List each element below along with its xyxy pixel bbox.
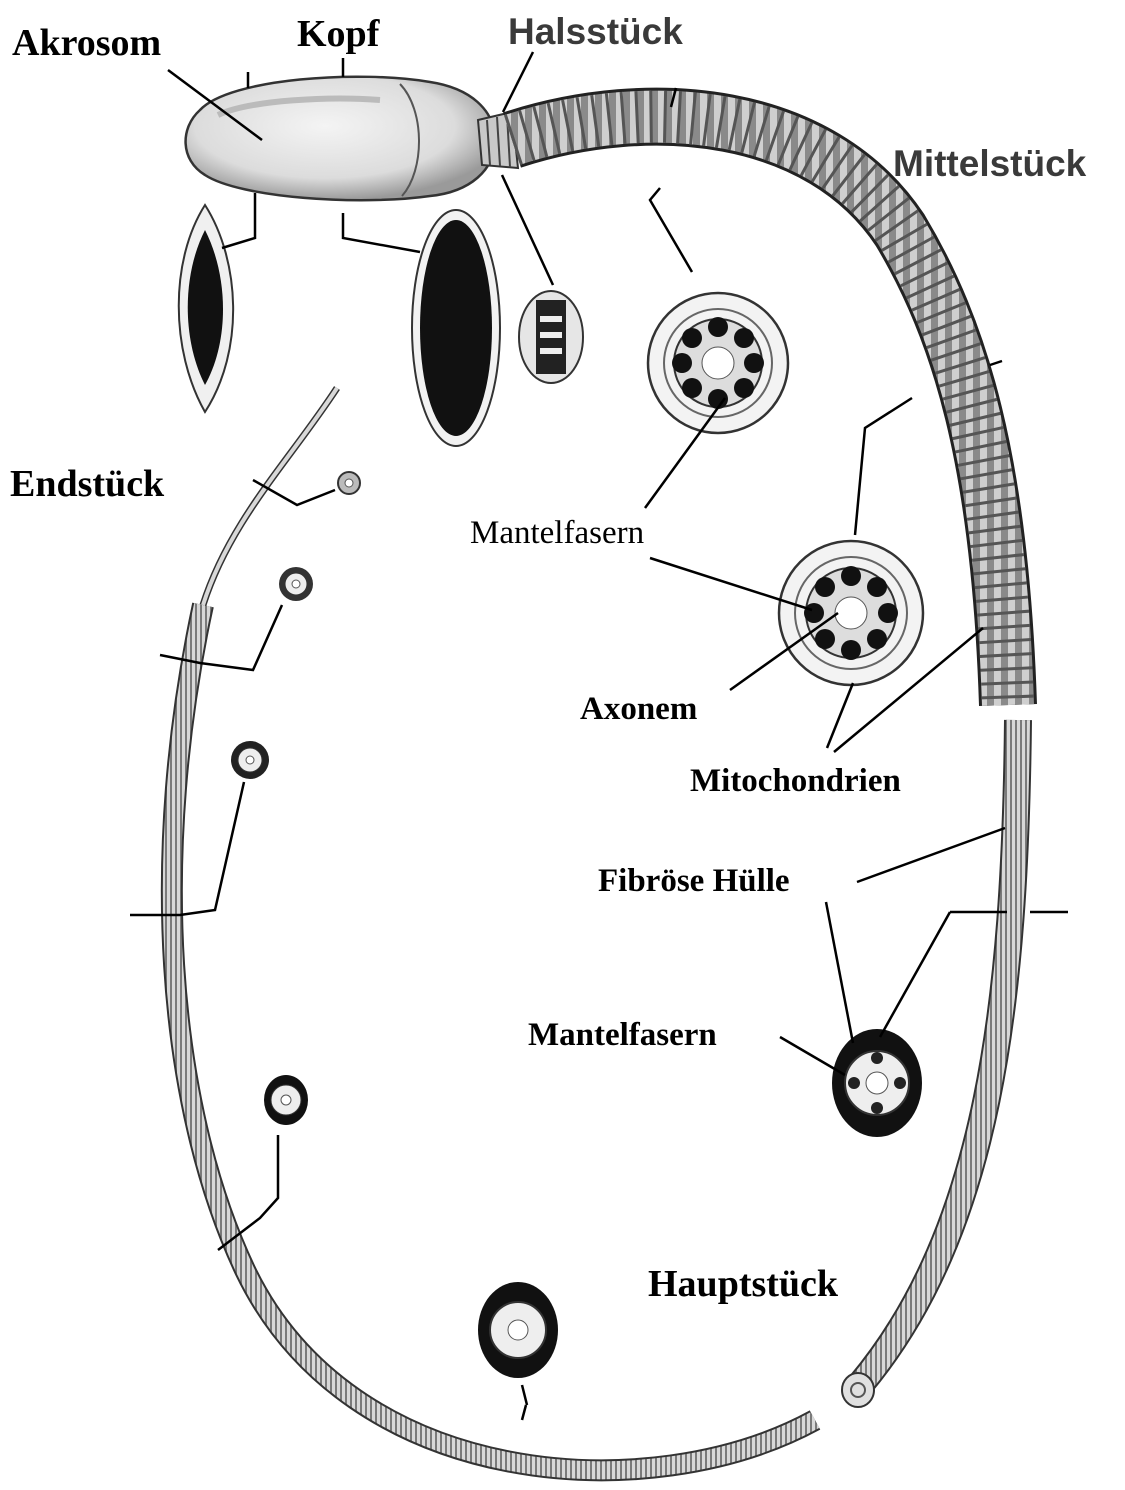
label-axonem: Axonem xyxy=(580,693,697,726)
principal-piece-cross-section-right xyxy=(832,1029,922,1137)
label-akrosom: Akrosom xyxy=(12,24,161,62)
acrosome-cross-section xyxy=(179,205,233,412)
label-mittelstueck: Mittelstück xyxy=(893,145,1086,182)
label-mantelfasern-principal: Mantelfasern xyxy=(528,1019,717,1052)
principal-piece-cross-section-upper-left xyxy=(231,741,269,779)
head-cross-section xyxy=(412,210,500,446)
principal-piece-cross-section-left xyxy=(264,1075,308,1125)
label-mitochondrien: Mitochondrien xyxy=(690,765,901,798)
label-kopf: Kopf xyxy=(297,15,379,53)
label-hauptstueck: Hauptstück xyxy=(648,1265,838,1303)
principal-piece-cross-section-bottom xyxy=(478,1282,558,1378)
end-piece-cross-section-upper xyxy=(338,472,360,494)
midpiece-cross-section-upper xyxy=(648,293,788,433)
neck-cross-section xyxy=(519,291,583,383)
midpiece-cross-section-lower xyxy=(779,541,923,685)
sperm-head xyxy=(186,77,495,201)
label-mantelfasern-midpiece: Mantelfasern xyxy=(470,517,644,550)
principal-piece-cut-end xyxy=(842,1373,874,1407)
end-piece-cross-section-lower xyxy=(279,567,313,601)
label-fibroese-huelle: Fibröse Hülle xyxy=(598,865,790,898)
label-endstueck: Endstück xyxy=(10,465,164,503)
label-halsstueck: Halsstück xyxy=(508,13,683,50)
